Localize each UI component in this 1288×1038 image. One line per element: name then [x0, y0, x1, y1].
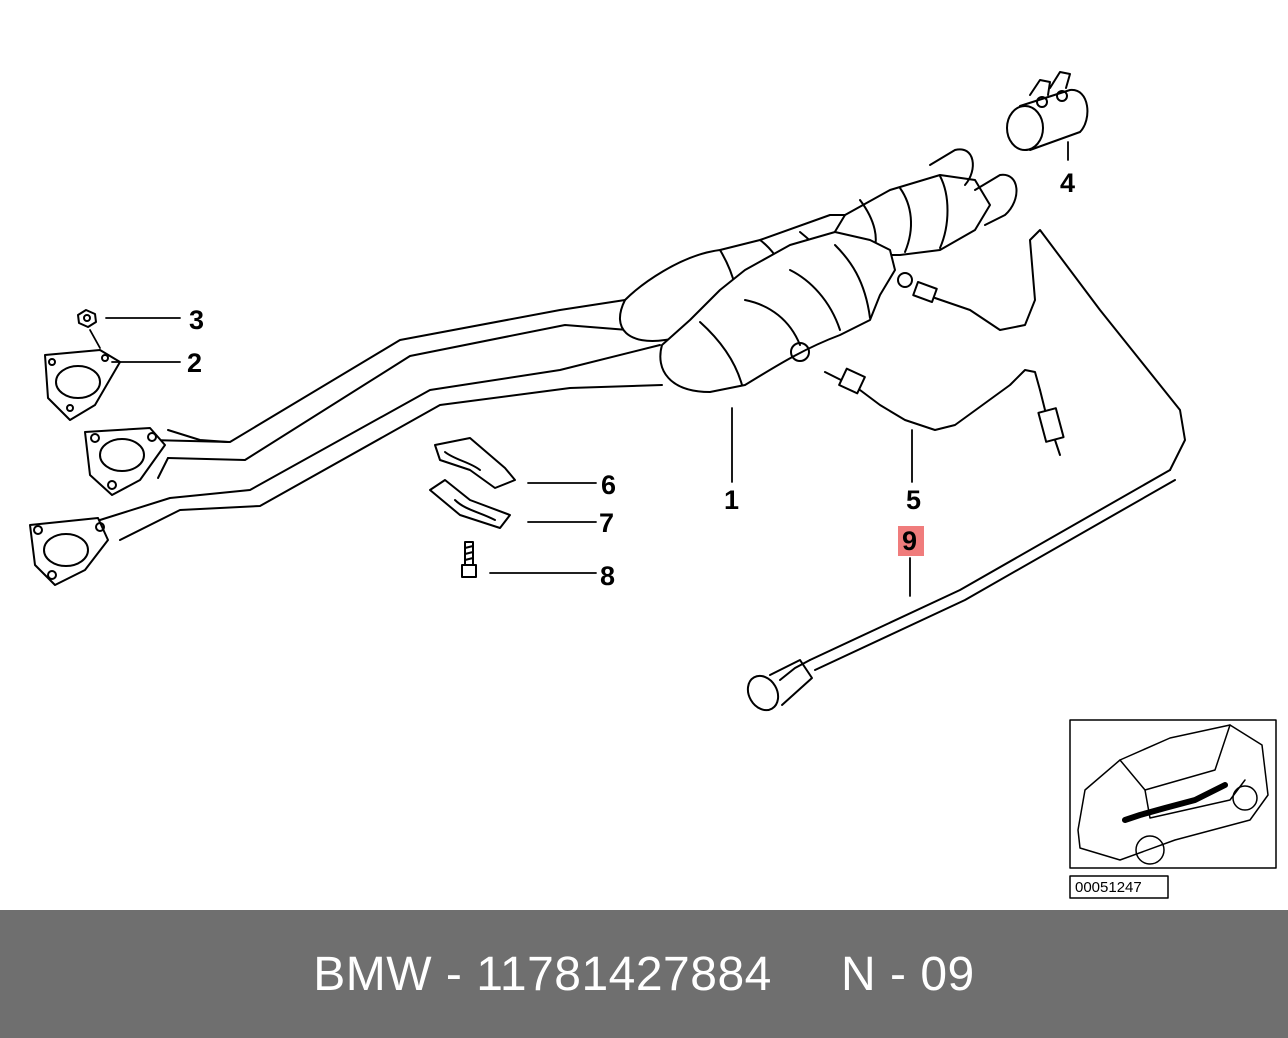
gasket — [44, 349, 121, 421]
holder-upper — [434, 437, 516, 489]
oxygen-sensor-upper — [912, 229, 1186, 471]
holder-lower — [429, 479, 511, 529]
callout-8: 8 — [600, 561, 615, 591]
pipe-flange-lower — [29, 517, 109, 586]
callout-9: 9 — [902, 526, 917, 556]
vehicle-thumbnail — [1069, 719, 1277, 899]
callout-1: 1 — [724, 485, 739, 515]
pipe-clamp — [1006, 71, 1089, 151]
pipe-flange-upper — [84, 427, 166, 496]
footer-bar: BMW - 11781427884 N - 09 — [0, 910, 1288, 1038]
oxygen-sensor — [824, 367, 1065, 456]
exhaust-front-pipe — [99, 148, 1018, 541]
hex-nut — [77, 309, 97, 328]
callout-3: 3 — [189, 305, 204, 335]
leader-lines — [89, 141, 1069, 597]
callout-4: 4 — [1060, 168, 1075, 198]
callout-5: 5 — [906, 485, 921, 515]
callout-9-highlight — [898, 526, 924, 556]
callout-6: 6 — [601, 470, 616, 500]
parts-diagram: 1 2 3 4 5 6 7 8 9 00051247 — [29, 71, 1277, 899]
callout-2: 2 — [187, 348, 202, 378]
hex-bolt — [461, 541, 477, 578]
sensor-cable — [746, 469, 1176, 712]
part-number-caption: BMW - 11781427884 N - 09 — [313, 947, 975, 1001]
thumbnail-id: 00051247 — [1075, 879, 1142, 896]
callout-7: 7 — [599, 508, 614, 538]
